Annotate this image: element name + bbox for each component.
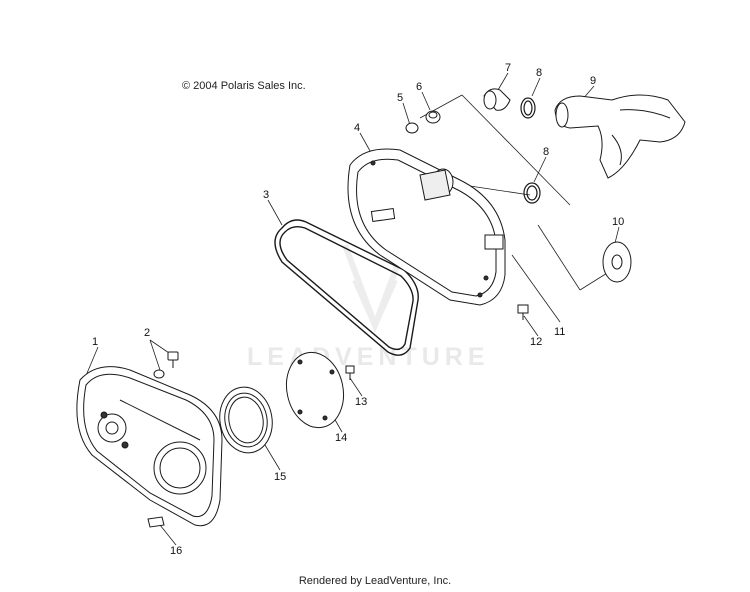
watermark-logo (342, 243, 408, 334)
callout-8-lower: 8 (543, 146, 549, 158)
hose-clamp-lower (523, 182, 541, 204)
small-fastener (345, 365, 355, 380)
callout-9: 9 (590, 75, 596, 87)
callout-3: 3 (263, 189, 269, 201)
inspection-plate (285, 351, 345, 429)
callout-12: 12 (530, 336, 542, 348)
callout-10: 10 (612, 216, 624, 228)
callout-1: 1 (92, 336, 98, 348)
callout-6: 6 (416, 81, 422, 93)
callout-8-upper: 8 (536, 67, 542, 79)
inner-clutch-cover (76, 366, 223, 527)
outer-clutch-cover (347, 148, 506, 306)
flat-washer (602, 241, 632, 283)
rendered-by-footer: Rendered by LeadVenture, Inc. (298, 575, 452, 587)
callout-4: 4 (354, 122, 360, 134)
seal-ring (219, 386, 273, 454)
callout-15: 15 (274, 471, 286, 483)
decal (147, 516, 165, 528)
bolt-and-washer (153, 351, 179, 379)
copyright-text: © 2004 Polaris Sales Inc. (182, 80, 306, 92)
callout-16: 16 (170, 545, 182, 557)
callout-14: 14 (335, 432, 347, 444)
callout-13: 13 (355, 396, 367, 408)
callout-labels: 1 2 3 4 5 6 7 8 8 9 10 11 12 13 14 15 16 (92, 62, 624, 557)
plug (425, 110, 441, 124)
callout-7: 7 (505, 62, 511, 74)
coupler (483, 88, 511, 111)
drive-belt (274, 219, 419, 356)
callout-5: 5 (397, 92, 403, 104)
leader-lines (84, 72, 620, 546)
air-duct (554, 94, 686, 179)
callout-2: 2 (144, 327, 150, 339)
callout-11: 11 (554, 326, 565, 338)
screw (517, 304, 529, 320)
grommet (405, 122, 419, 134)
hose-clamp-upper (520, 97, 536, 119)
leadventure-watermark: LEADVENTURE (247, 343, 490, 371)
